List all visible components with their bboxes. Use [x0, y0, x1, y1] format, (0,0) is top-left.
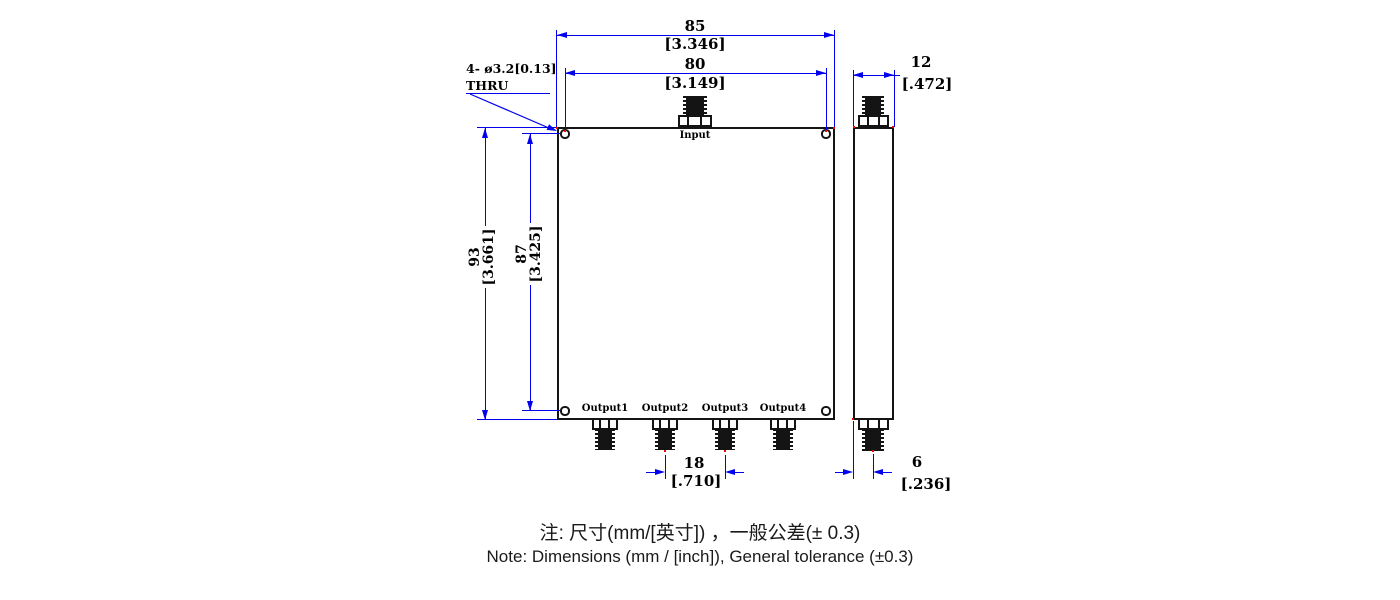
dim-85-mm: 85: [684, 17, 706, 35]
dim-85-line: [557, 35, 834, 36]
output2-connector-threads: [655, 429, 675, 450]
dim-6-arrow-right: [873, 469, 883, 475]
dim-87-ext-top: [522, 133, 560, 134]
output4-connector-threads: [773, 429, 793, 450]
output2-label: Output2: [641, 403, 689, 414]
dim-85-arrow-left: [557, 32, 567, 38]
side-bottom-connector-threads: [862, 429, 884, 451]
side-top-connector-flange: [858, 115, 889, 127]
dim-80-arrow-left: [565, 70, 575, 76]
input-connector-threads: [683, 96, 707, 116]
dim-18-tail-left: [646, 472, 657, 473]
dim-80-ext-left: [565, 68, 566, 132]
dim-6-tail-left: [835, 472, 845, 473]
dim-6-ext-right: [873, 454, 874, 479]
input-connector-flange: [678, 115, 712, 127]
dim-80-inch: [3.149]: [664, 74, 726, 92]
defpoint-dot: [556, 127, 558, 129]
dim-85-ext-left: [556, 30, 557, 127]
defpoint-dot: [853, 126, 855, 128]
dim-12-arrow-left: [853, 72, 863, 78]
defpoint-dot: [872, 450, 874, 452]
mounting-hole-bottom-left: [560, 406, 570, 416]
note-line-english: Note: Dimensions (mm / [inch]), General …: [486, 547, 914, 566]
dim-6-inch: [.236]: [900, 475, 952, 493]
dim-12-ext-right: [894, 70, 895, 127]
hole-note-line1: 4- ø3.2[0.13]: [466, 61, 557, 76]
dim-18-ext-left: [665, 455, 666, 479]
dim-6-ext-left: [853, 421, 854, 479]
dim-87-arrow-up: [527, 134, 533, 144]
input-label: Input: [679, 130, 711, 141]
defpoint-dot: [833, 127, 835, 129]
dim-12-line: [853, 75, 900, 76]
dim-6-tail-right: [882, 472, 892, 473]
defpoint-dot: [564, 130, 566, 132]
output1-label: Output1: [581, 403, 629, 414]
note-line-chinese: 注: 尺寸(mm/[英寸]) ，一般公差(± 0.3): [539, 523, 861, 544]
dim-87-arrow-down: [527, 401, 533, 411]
dim-18-arrow-right: [725, 469, 735, 475]
output3-label: Output3: [701, 403, 749, 414]
dim-80-ext-right: [826, 68, 827, 132]
output4-label: Output4: [759, 403, 807, 414]
dim-93-ext-bottom: [477, 419, 557, 420]
side-top-connector-threads: [862, 96, 884, 116]
defpoint-dot: [664, 450, 666, 452]
dim-85-ext-right: [834, 30, 835, 127]
dim-6-mm: 6: [911, 453, 923, 471]
dim-12-ext-left: [853, 70, 854, 127]
dim-87-text: 87 [3.425]: [514, 223, 544, 285]
dim-93-inch: [3.661]: [481, 228, 497, 286]
output3-connector-threads: [715, 429, 735, 450]
dim-80-mm: 80: [684, 55, 706, 73]
dim-85-inch: [3.346]: [664, 35, 726, 53]
dim-12-mm: 12: [910, 53, 932, 71]
dim-18-arrow-left: [655, 469, 665, 475]
dim-93-arrow-up: [482, 128, 488, 138]
dim-93-arrow-down: [482, 410, 488, 420]
output1-connector-threads: [595, 429, 615, 450]
dim-85-arrow-right: [824, 32, 834, 38]
hole-note-line2: THRU: [466, 78, 509, 93]
defpoint-dot: [892, 126, 894, 128]
dim-6-arrow-left: [843, 469, 853, 475]
dim-87-mm: 87: [514, 244, 530, 264]
dim-18-mm: 18: [683, 454, 705, 472]
dim-87-ext-bottom: [522, 410, 560, 411]
dim-18-tail-right: [733, 472, 744, 473]
mounting-hole-bottom-right: [821, 406, 831, 416]
dim-18-ext-right: [725, 455, 726, 479]
side-view-outline: [853, 127, 894, 420]
defpoint-dot: [825, 130, 827, 132]
defpoint-dot: [852, 418, 854, 420]
dim-80-line: [565, 73, 826, 74]
front-view-outline: [557, 127, 835, 420]
dim-12-inch: [.472]: [901, 75, 953, 93]
defpoint-dot: [724, 450, 726, 452]
dim-18-inch: [.710]: [670, 472, 722, 490]
dim-87-inch: [3.425]: [528, 225, 544, 283]
dim-93-mm: 93: [467, 247, 483, 267]
dim-93-text: 93 [3.661]: [467, 226, 497, 288]
dim-93-ext-top: [477, 127, 557, 128]
dim-12-arrow-right: [884, 72, 894, 78]
hole-note-underline: [466, 93, 550, 94]
dim-80-arrow-right: [816, 70, 826, 76]
